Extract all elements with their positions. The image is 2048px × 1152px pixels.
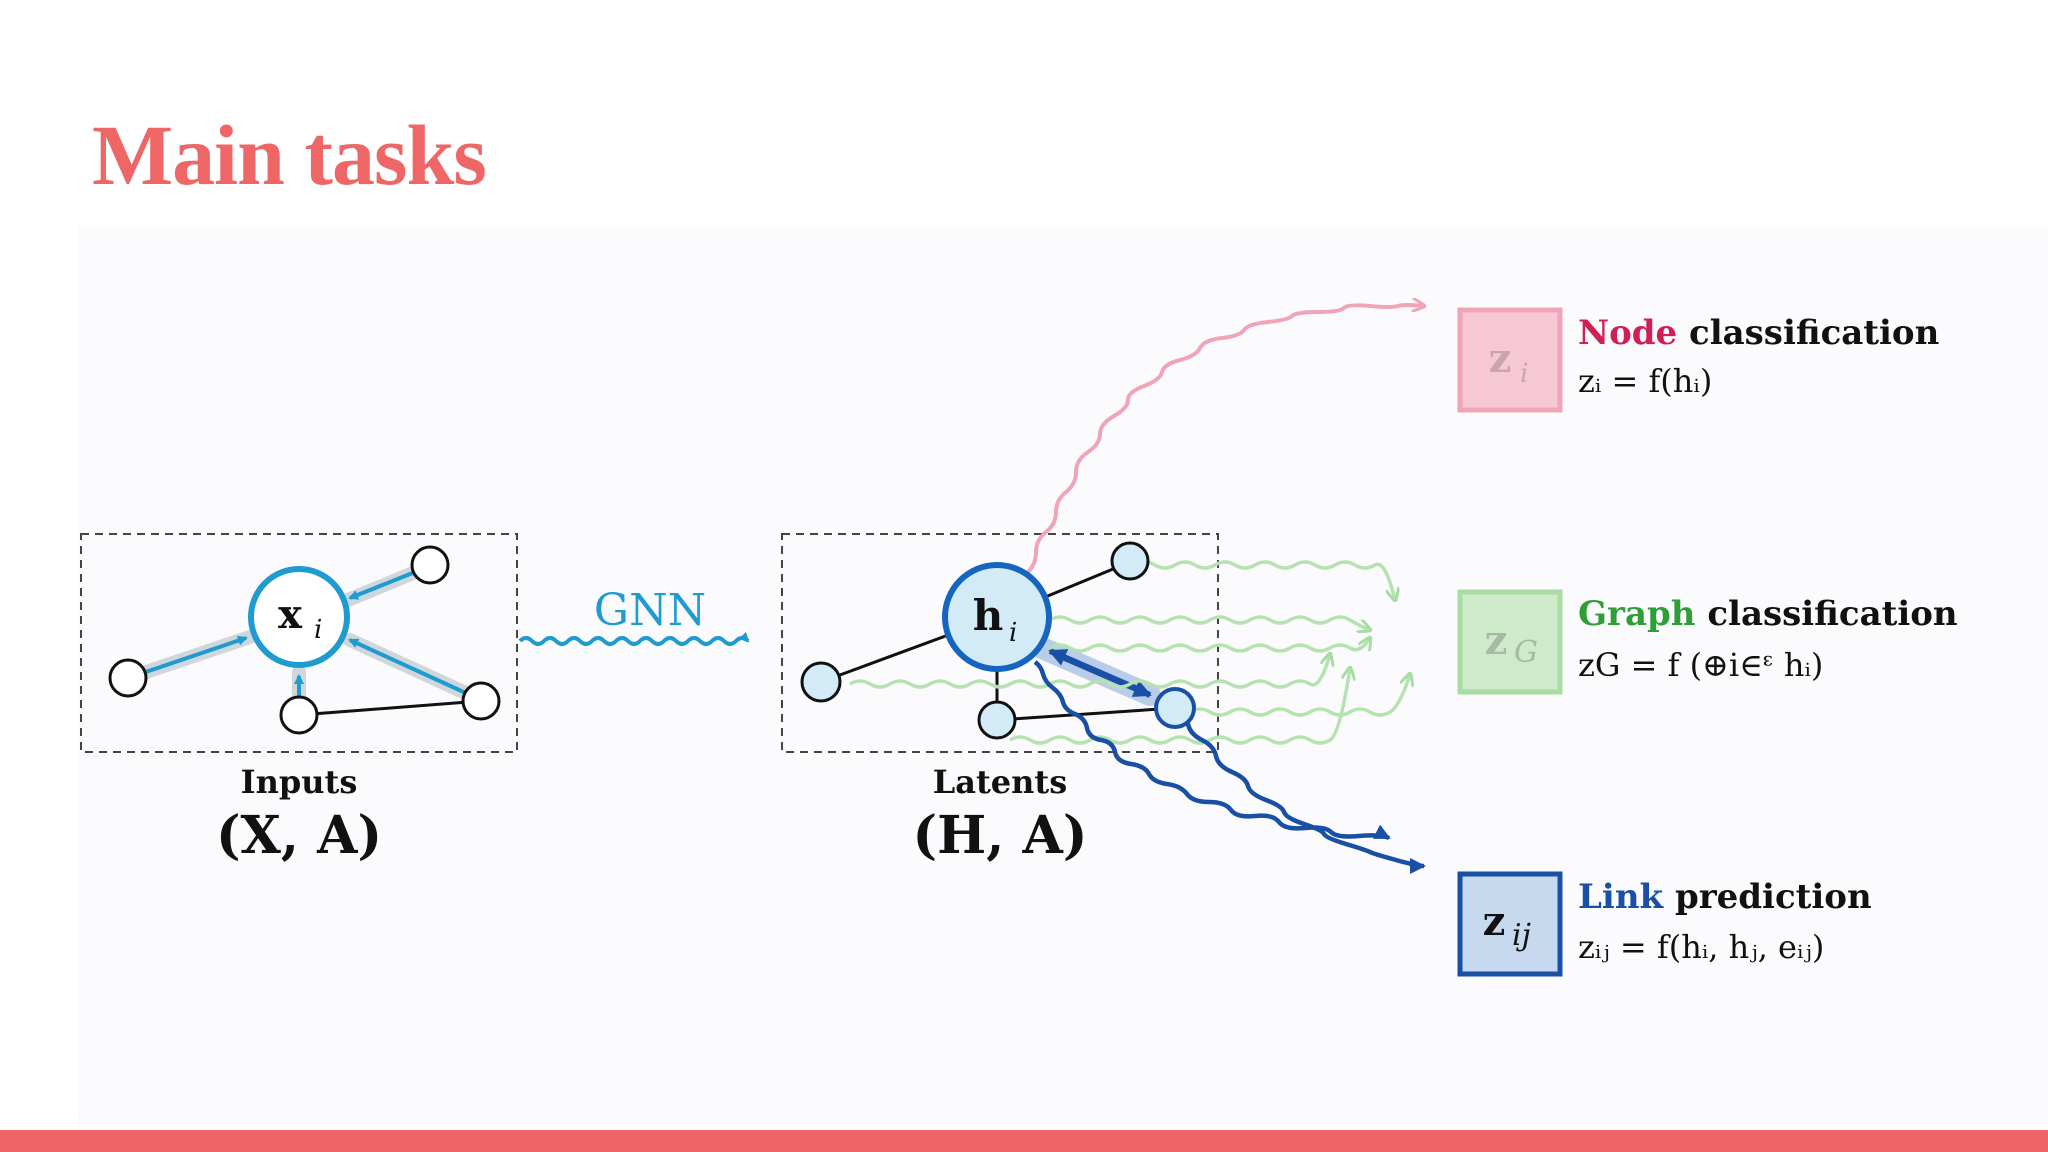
latent-node-top — [1110, 541, 1150, 581]
node-task-keyword: Node — [1578, 313, 1677, 353]
graph-box-sub: G — [1514, 635, 1538, 670]
latent-node-bottom — [977, 700, 1017, 740]
figure-panel — [78, 225, 2048, 1125]
latent-node-label: h — [973, 591, 1004, 640]
node-box-sub: i — [1520, 359, 1528, 389]
graph-task-formula: zG = f (⊕i∈ᵋ hᵢ) — [1578, 646, 1823, 684]
latent-node-sub: i — [1009, 618, 1017, 648]
graph-task-rest: classification — [1695, 594, 1957, 634]
gnn-label: GNN — [594, 585, 706, 636]
graph-output-box — [1457, 589, 1563, 695]
latents-caption: Latents — [933, 763, 1067, 801]
input-node-sub: i — [314, 615, 322, 645]
inputs-formula: (X, A) — [216, 805, 382, 866]
link-task-waves — [1033, 660, 1426, 874]
input-node-center — [248, 566, 350, 668]
node-task: z i Node classification zᵢ = f(hᵢ) — [1457, 307, 1939, 413]
input-node-bottom — [279, 695, 319, 735]
inputs-caption: Inputs — [241, 763, 358, 801]
link-box-label: z — [1483, 898, 1506, 945]
latent-node-center — [942, 562, 1052, 672]
svg-text:Node classification: Node classification — [1578, 313, 1939, 353]
node-task-rest: classification — [1677, 313, 1939, 353]
slide-title: Main tasks — [92, 107, 487, 203]
input-node-top — [410, 545, 450, 585]
graph-task-waves — [849, 560, 1410, 745]
input-node-label: x — [278, 591, 303, 638]
node-task-wave — [1026, 305, 1424, 574]
svg-text:Graph classification: Graph classification — [1578, 594, 1958, 634]
link-task-keyword: Link — [1578, 877, 1665, 917]
link-output-box — [1457, 871, 1563, 977]
latents-formula: (H, A) — [913, 805, 1088, 866]
link-task-rest: prediction — [1663, 877, 1872, 917]
bottom-accent-bar — [0, 1130, 2048, 1152]
node-output-box — [1457, 307, 1563, 413]
link-task: z ij Link prediction zᵢⱼ = f(hᵢ, hⱼ, eᵢⱼ… — [1457, 871, 1872, 977]
node-box-label: z — [1489, 335, 1512, 382]
graph-task-keyword: Graph — [1578, 594, 1695, 634]
graph-box-label: z — [1485, 617, 1508, 664]
gnn-arrow — [518, 631, 750, 646]
inputs-panel: x i — [80, 533, 518, 753]
input-node-left — [108, 658, 148, 698]
link-box-sub: ij — [1512, 918, 1531, 953]
node-task-formula: zᵢ = f(hᵢ) — [1578, 362, 1712, 400]
graph-task: z G Graph classification zG = f (⊕i∈ᵋ hᵢ… — [1457, 589, 1958, 695]
latent-node-left — [800, 661, 842, 703]
input-node-right — [461, 681, 501, 721]
svg-text:Link prediction: Link prediction — [1578, 877, 1872, 917]
link-task-formula: zᵢⱼ = f(hᵢ, hⱼ, eᵢⱼ) — [1578, 928, 1824, 966]
latent-node-right — [1154, 687, 1196, 729]
